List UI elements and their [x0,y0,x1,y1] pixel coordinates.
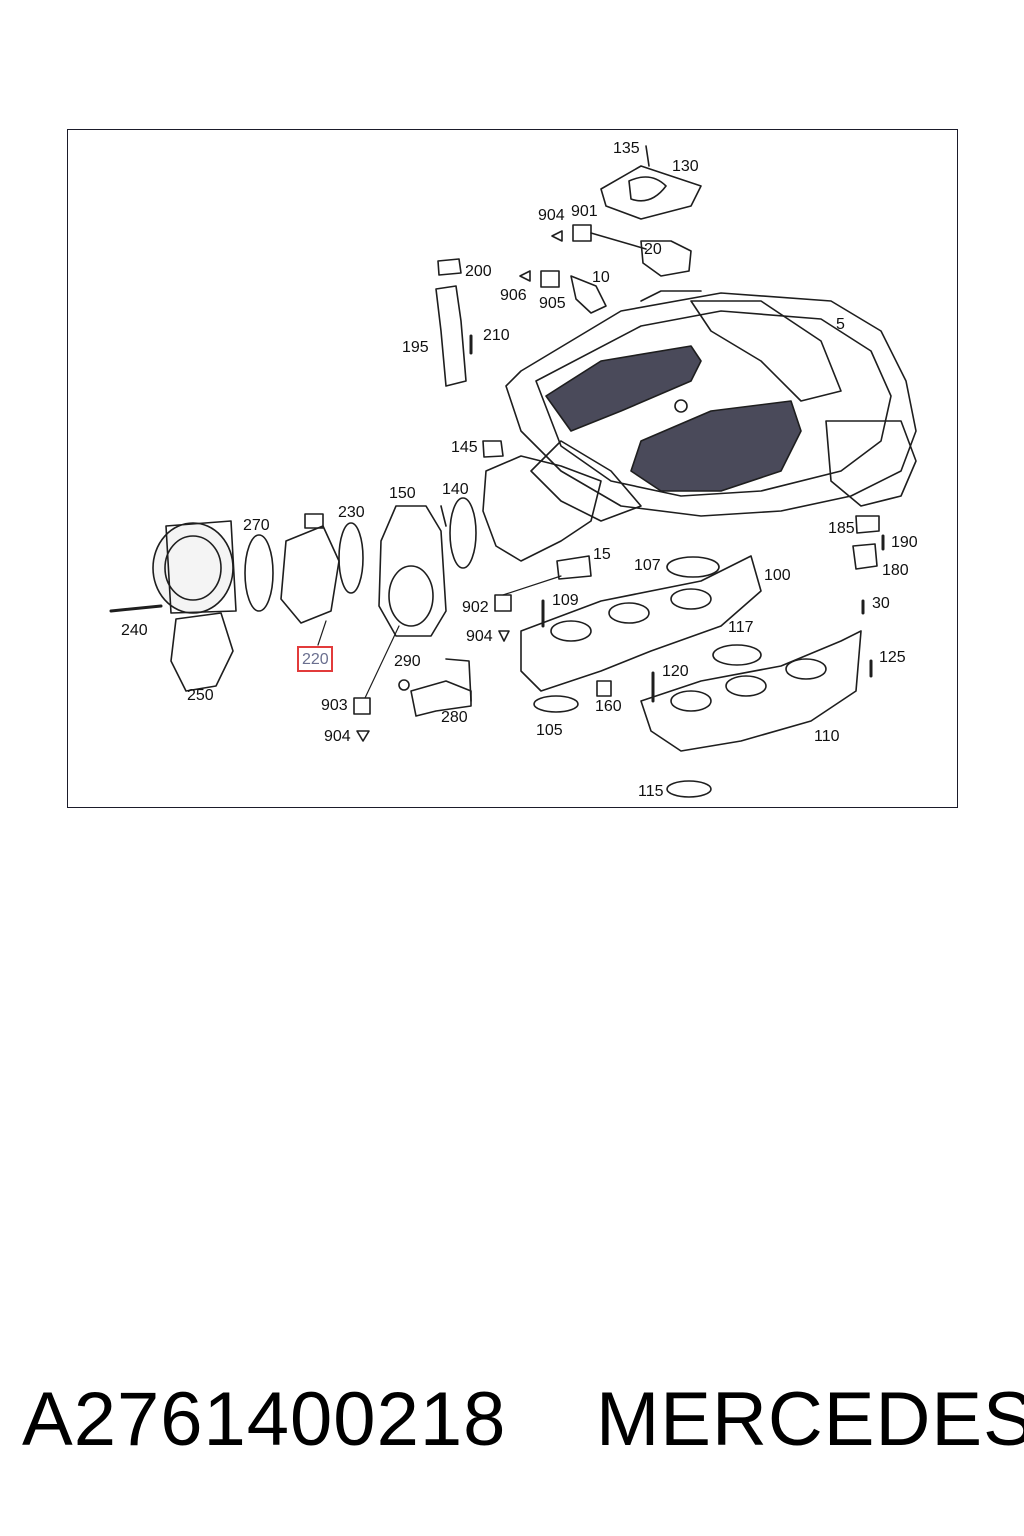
fasteners-illustration [353,230,885,742]
callout-125: 125 [879,649,906,666]
callout-100: 100 [764,567,791,584]
callout-904-mid: 904 [466,628,493,645]
intake-manifold-illustration [520,555,862,798]
callout-200: 200 [465,263,492,280]
part-number: A2761400218 [22,1377,507,1462]
parts-diagram-frame: 5 10 15 20 30 100 105 107 109 110 115 11… [67,129,958,808]
callout-250: 250 [187,687,214,704]
leader-lines [317,575,562,699]
sensor-parts-illustration [435,224,880,580]
callout-145: 145 [451,439,478,456]
callout-270: 270 [243,517,270,534]
callout-904-top: 904 [538,207,565,224]
callout-15: 15 [593,546,611,563]
callout-195: 195 [402,339,429,356]
callout-10: 10 [592,269,610,286]
callout-280: 280 [441,709,468,726]
callout-905: 905 [539,295,566,312]
brand-name: MERCEDES [596,1377,1024,1462]
callout-903: 903 [321,697,348,714]
callout-902: 902 [462,599,489,616]
callout-180: 180 [882,562,909,579]
product-caption: A2761400218 MERCEDES [0,1376,1024,1466]
callout-109: 109 [552,592,579,609]
callout-901: 901 [571,203,598,220]
callout-210: 210 [483,327,510,344]
callout-904-bottom: 904 [324,728,351,745]
callout-230: 230 [338,504,365,521]
callout-150: 150 [389,485,416,502]
bracket-illustration [398,658,472,717]
callout-160: 160 [595,698,622,715]
callout-5: 5 [836,316,845,333]
callout-220-highlight: 220 [297,646,333,672]
callout-107: 107 [634,557,661,574]
exploded-parts-diagram [109,145,917,798]
callout-110: 110 [814,728,840,745]
callout-906: 906 [500,287,527,304]
throttle-body-illustration [378,497,477,637]
callout-20: 20 [644,241,662,258]
callout-130: 130 [672,158,699,175]
callout-30: 30 [872,595,890,612]
callout-190: 190 [891,534,918,551]
callout-140: 140 [442,481,469,498]
callout-120: 120 [662,663,689,680]
intake-plenum-illustration [482,290,917,562]
callout-105: 105 [536,722,563,739]
air-inlet-illustration [109,513,364,692]
v6-cover-illustration [600,145,702,220]
callout-117: 117 [728,619,754,636]
callout-290: 290 [394,653,421,670]
callout-135: 135 [613,140,640,157]
callout-240: 240 [121,622,148,639]
callout-220: 220 [302,651,329,668]
callout-185: 185 [828,520,855,537]
callout-115: 115 [638,783,664,800]
